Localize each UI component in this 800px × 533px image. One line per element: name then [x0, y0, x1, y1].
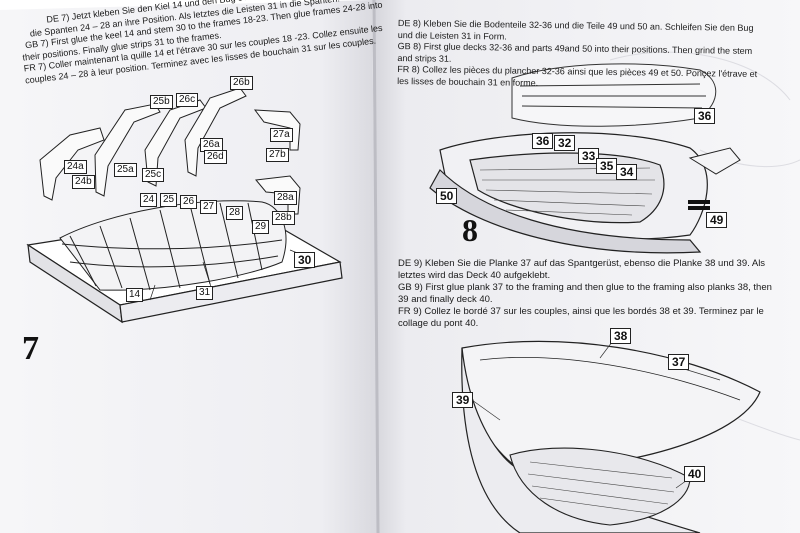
part-label-37: 37 — [668, 354, 690, 370]
part-label-32: 32 — [554, 135, 576, 151]
part-label-24: 24 — [140, 193, 158, 207]
part-label-36: 36 — [532, 133, 554, 149]
part-label-28: 28 — [226, 206, 244, 220]
part-label-26: 26 — [180, 195, 198, 209]
part-label-35: 35 — [596, 158, 618, 174]
part-label-24a: 24a — [64, 160, 87, 174]
part-label-25a: 25a — [114, 163, 137, 177]
part-label-25: 25 — [160, 193, 178, 207]
part-label-25c: 25c — [142, 168, 165, 182]
part-label-26b: 26b — [230, 76, 253, 90]
part-label-40: 40 — [684, 466, 706, 482]
part-label-26d: 26d — [204, 150, 227, 164]
part-label-50: 50 — [436, 188, 458, 204]
part-label-24b: 24b — [72, 175, 95, 189]
part-label-34: 34 — [616, 164, 638, 180]
part-label-27: 27 — [200, 200, 218, 214]
part-label-38: 38 — [610, 328, 632, 344]
step9-instruction-block: DE 9) Kleben Sie die Planke 37 auf das S… — [398, 258, 772, 330]
part-label-33: 33 — [578, 148, 600, 164]
step9-line-de-1: DE 9) Kleben Sie die Planke 37 auf das S… — [398, 258, 766, 269]
step8-instruction-block: DE 8) Kleben Sie die Bodenteile 32-36 un… — [397, 18, 758, 92]
part-label-36-top: 36 — [694, 108, 716, 124]
step-number-8: 8 — [462, 212, 478, 248]
step9-line-de-2: letztes wird das Deck 40 aufgeklebt. — [398, 270, 551, 281]
step-number-7: 7 — [22, 330, 39, 367]
part-label-25b: 25b — [150, 95, 173, 109]
part-label-27b: 27b — [266, 148, 289, 162]
part-label-30: 30 — [294, 252, 316, 268]
part-label-29: 29 — [252, 220, 270, 234]
step9-line-gb-1: GB 9) First glue plank 37 to the framing… — [398, 282, 772, 293]
part-label-39: 39 — [452, 392, 474, 408]
part-label-49: 49 — [706, 212, 728, 228]
step9-line-fr-2: collage du pont 40. — [398, 318, 479, 329]
step9-line-fr-1: FR 9) Collez le bordé 37 sur les couples… — [398, 306, 764, 317]
step9-line-gb-2: 39 and finally deck 40. — [398, 294, 493, 305]
part-label-27a: 27a — [270, 128, 293, 142]
part-label-31: 31 — [196, 286, 214, 300]
part-label-14: 14 — [126, 288, 144, 302]
part-label-28a: 28a — [274, 191, 297, 205]
part-label-28b: 28b — [272, 211, 295, 225]
part-label-26c: 26c — [176, 93, 199, 107]
